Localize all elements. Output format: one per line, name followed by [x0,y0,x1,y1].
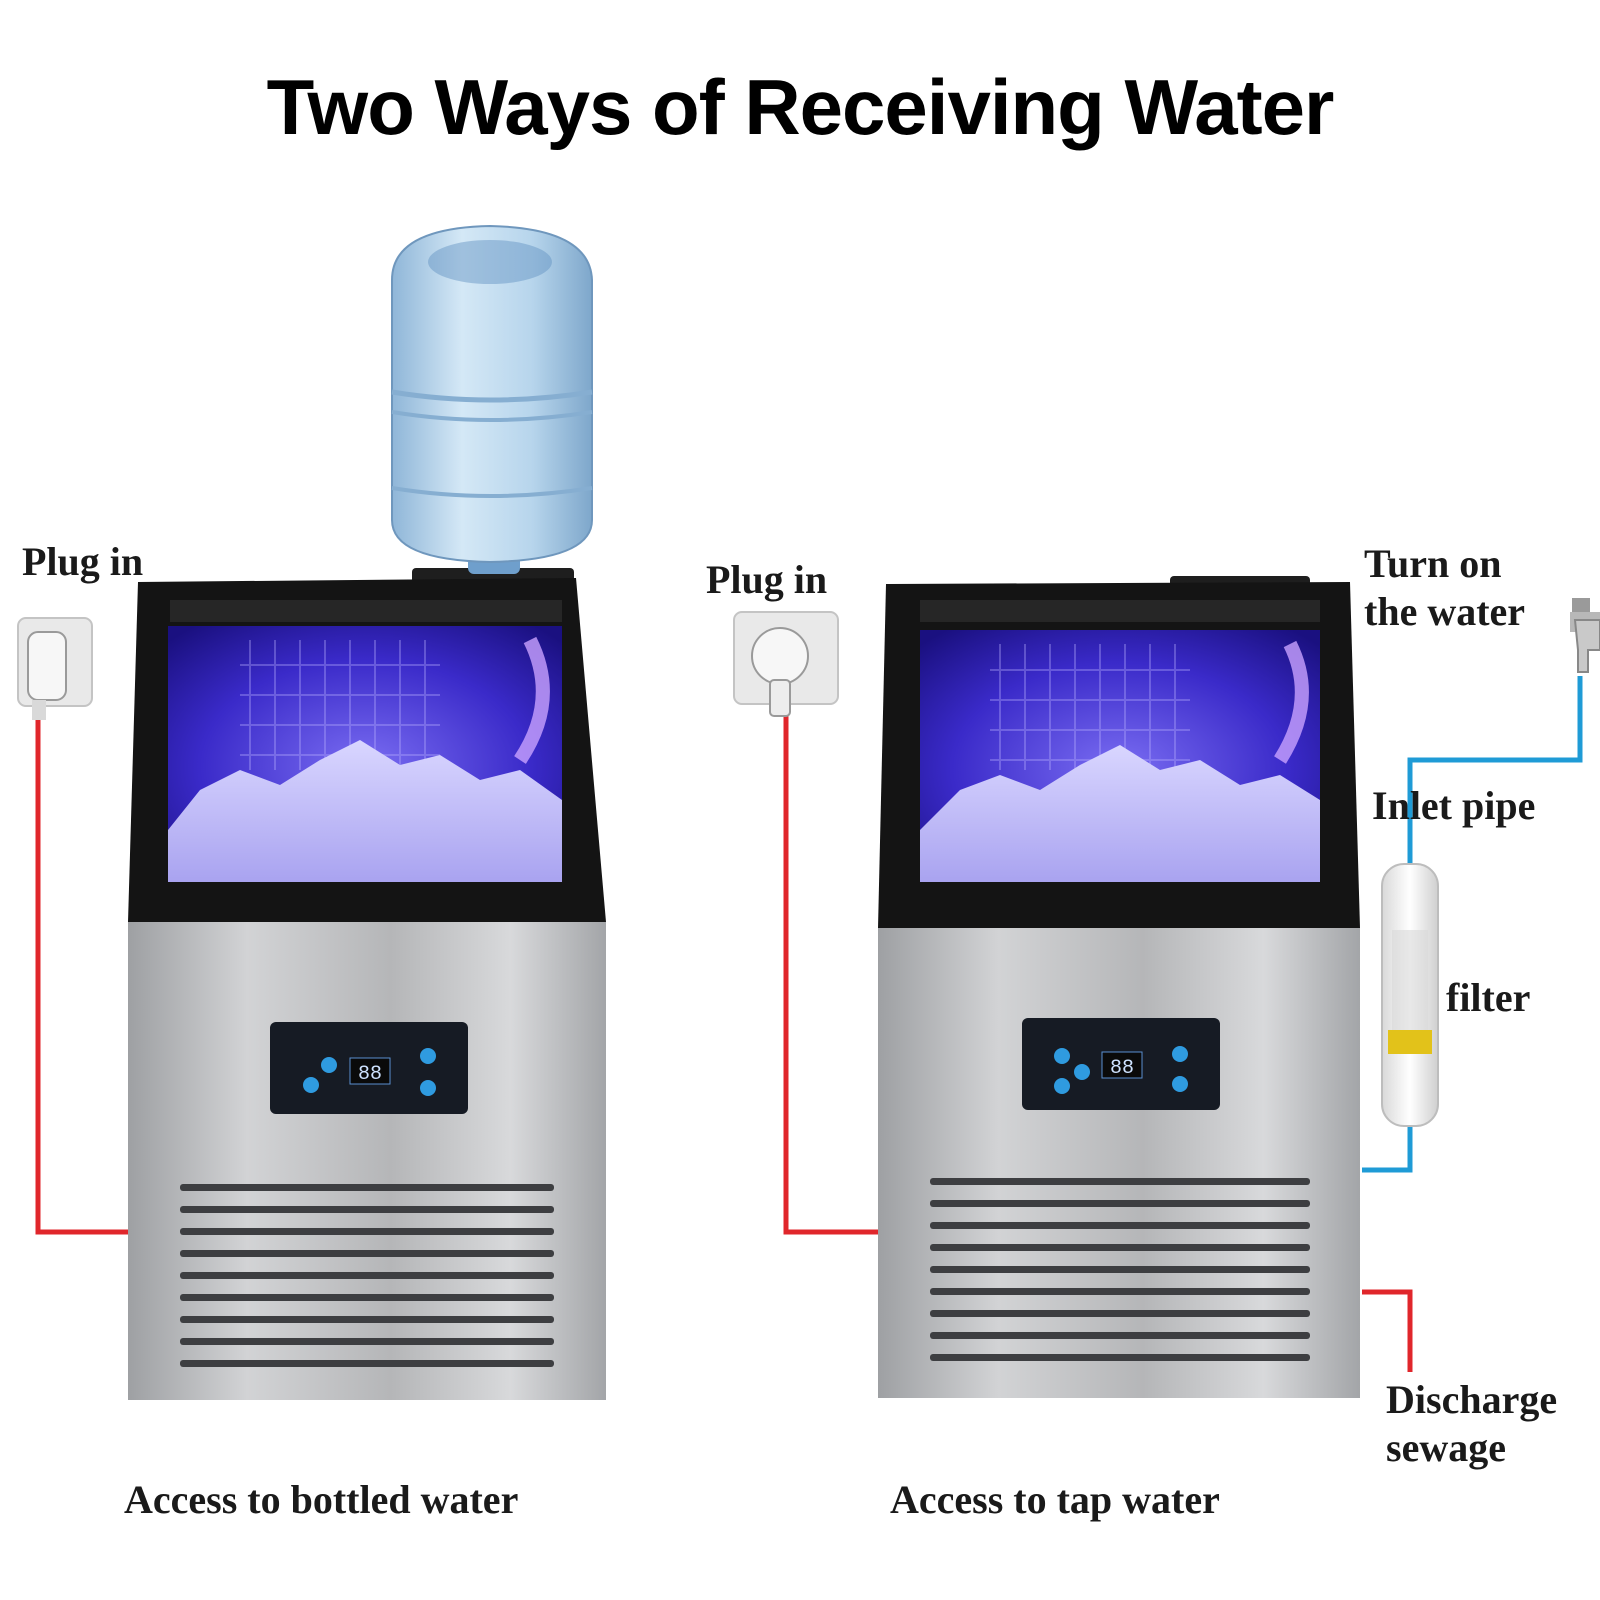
ice-cubes [920,745,1320,882]
left-power-socket-icon [17,617,93,720]
right-ice-machine: 88 [878,576,1360,1398]
page-title: Two Ways of Receiving Water [266,63,1335,151]
inlet-pipe-label: Inlet pipe [1372,783,1536,828]
water-filter-icon [1381,863,1439,1127]
ice-cubes [168,740,562,882]
water-faucet-icon [1570,598,1600,673]
machine-body [878,928,1360,1398]
vent-grille [930,1178,1310,1361]
control-panel: 88 [1022,1018,1220,1110]
inlet-pipe [1407,676,1583,864]
vent-grille [180,1184,554,1367]
right-power-cable [783,714,878,1235]
left-power-cable [35,716,128,1235]
right-caption: Access to tap water [890,1477,1220,1522]
discharge-sewage-label: Discharge sewage [1386,1377,1558,1470]
svg-text:88: 88 [1110,1057,1134,1080]
water-bottle-icon [391,224,593,586]
left-plug-label: Plug in [22,539,144,584]
turn-on-water-label: Turn on the water [1364,541,1526,634]
control-panel: 88 [270,1022,468,1114]
left-caption: Access to bottled water [124,1477,519,1522]
svg-text:88: 88 [358,1063,382,1086]
machine-body [128,922,606,1400]
inlet-pipe-lower [1362,1122,1413,1173]
filter-label: filter [1446,975,1531,1020]
right-power-socket-icon [733,611,839,717]
left-ice-machine: 88 [128,224,606,1400]
right-plug-label: Plug in [706,557,828,602]
discharge-pipe [1362,1289,1413,1372]
